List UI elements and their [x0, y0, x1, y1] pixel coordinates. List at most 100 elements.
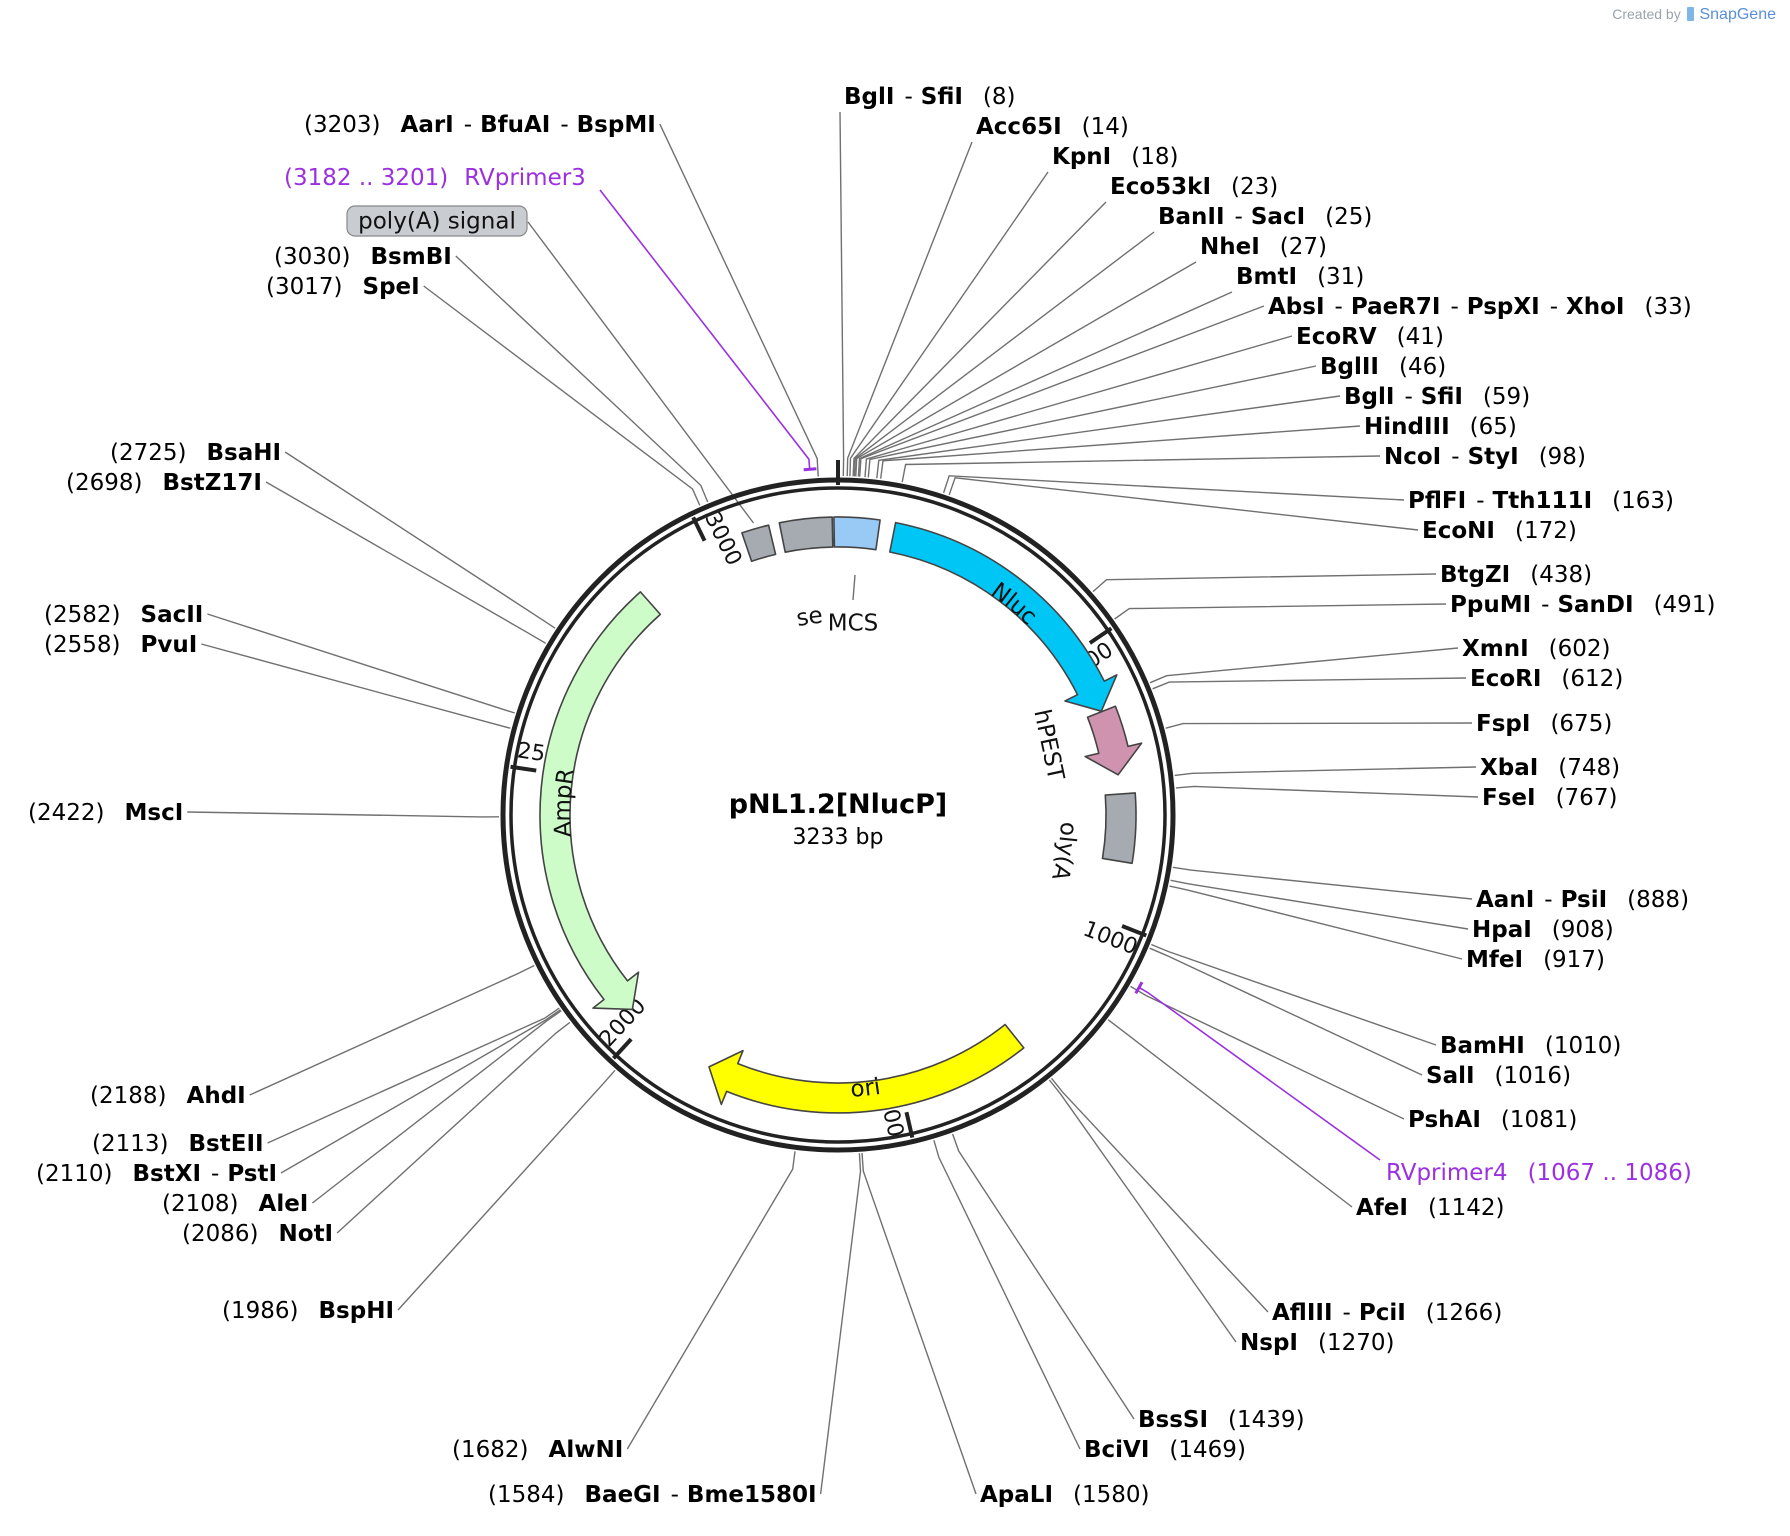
site-position: 767	[1565, 785, 1609, 811]
site-acc65i[interactable]: Acc65I(14)	[976, 114, 1129, 140]
site-bgli-sfii[interactable]: BglI-SfiI(8)	[844, 84, 1016, 110]
site-position: 1986	[231, 1298, 290, 1324]
site-bsmbi[interactable]: (3030)BsmBI	[274, 244, 452, 270]
site-label: SalI(1016)	[1426, 1063, 1571, 1089]
site-alei[interactable]: (2108)AleI	[162, 1191, 308, 1217]
site-aani-psii[interactable]: AanI-PsiI(888)	[1476, 887, 1689, 913]
site-apali[interactable]: ApaLI(1580)	[980, 1482, 1150, 1508]
site-position: )	[1493, 1300, 1502, 1326]
site-position: 491	[1663, 592, 1707, 618]
site-xmni[interactable]: XmnI(602)	[1462, 636, 1611, 662]
feature-shape	[539, 591, 662, 1011]
site-bcivi[interactable]: BciVI(1469)	[1084, 1437, 1246, 1463]
site-leader-line	[1172, 866, 1473, 900]
primer-label-rvprimer3[interactable]: (3182 .. 3201)RVprimer3	[284, 165, 586, 191]
site-pflfi-tth111i[interactable]: PflFI-Tth111I(163)	[1408, 488, 1674, 514]
site-hindiii[interactable]: HindIII(65)	[1364, 414, 1517, 440]
feature-poly-a-signal[interactable]: poly(A) signal	[346, 205, 777, 563]
site-bsssi[interactable]: BssSI(1439)	[1138, 1407, 1305, 1433]
site-msci[interactable]: (2422)MscI	[28, 800, 183, 826]
site-position: (	[1317, 264, 1326, 290]
tick-mark	[1088, 626, 1113, 645]
site-position: 98	[1548, 444, 1577, 470]
site-afei[interactable]: AfeI(1142)	[1356, 1195, 1504, 1221]
feature-mcs[interactable]: MCS	[828, 516, 881, 637]
site-leader-line	[861, 1153, 977, 1495]
site-alwni[interactable]: (1682)AlwNI	[452, 1437, 623, 1463]
site-leader-line	[853, 231, 1155, 477]
site-name: PciI	[1359, 1300, 1406, 1326]
site-fspi[interactable]: FspI(675)	[1476, 711, 1612, 737]
site-ecorv[interactable]: EcoRV(41)	[1296, 324, 1444, 350]
site-pshai[interactable]: PshAI(1081)	[1408, 1107, 1577, 1133]
site-btgzi[interactable]: BtgZI(438)	[1440, 562, 1592, 588]
site-position: 8	[992, 84, 1007, 110]
site-ecori[interactable]: EcoRI(612)	[1470, 666, 1623, 692]
site-label: NspI(1270)	[1240, 1330, 1394, 1356]
site-bamhi[interactable]: BamHI(1010)	[1440, 1033, 1621, 1059]
site-position: )	[1562, 1063, 1571, 1089]
site-bmti[interactable]: BmtI(31)	[1236, 264, 1364, 290]
site-bstxi-psti[interactable]: (2110)BstXI-PstI	[36, 1161, 277, 1187]
site-kpni[interactable]: KpnI(18)	[1052, 144, 1178, 170]
site-name: BglI	[1344, 384, 1394, 410]
site-ppumi-sandi[interactable]: PpuMI-SanDI(491)	[1450, 592, 1715, 618]
site-fsei[interactable]: FseI(767)	[1482, 785, 1617, 811]
primer-label-rvprimer4[interactable]: RVprimer4(1067 .. 1086)	[1386, 1160, 1692, 1186]
site-leader-line	[455, 255, 709, 503]
site-name: BglI	[844, 84, 894, 110]
primer-mark	[803, 467, 817, 472]
site-sali[interactable]: SalI(1016)	[1426, 1063, 1571, 1089]
site-bsteii[interactable]: (2113)BstEII	[92, 1131, 264, 1157]
site-position: (	[1561, 666, 1570, 692]
site-position: (	[1426, 1300, 1435, 1326]
site-name: ApaLI	[980, 1482, 1053, 1508]
site-position: 1584	[497, 1482, 556, 1508]
site-bglii[interactable]: BglII(46)	[1320, 354, 1446, 380]
site-position: (	[1549, 636, 1558, 662]
site-xbai[interactable]: XbaI(748)	[1480, 755, 1620, 781]
feature-ori[interactable]: ori	[708, 1023, 1025, 1114]
site-position: (	[1280, 234, 1289, 260]
site-nhei[interactable]: NheI(27)	[1200, 234, 1327, 260]
site-mfei[interactable]: MfeI(917)	[1466, 947, 1605, 973]
site-bgli-sfii[interactable]: BglI-SfiI(59)	[1344, 384, 1530, 410]
site-position: )	[1437, 354, 1446, 380]
site-bstz17i[interactable]: (2698)BstZ17I	[66, 470, 262, 496]
site-pvui[interactable]: (2558)PvuI	[44, 632, 197, 658]
site-absi-paer7i-pspxi-xhoi[interactable]: AbsI-PaeR7I-PspXI-XhoI(33)	[1268, 294, 1692, 320]
site-nspi[interactable]: NspI(1270)	[1240, 1330, 1394, 1356]
feature-nluc[interactable]: Nluc	[889, 521, 1118, 715]
site-leader-line	[249, 964, 535, 1096]
site-ncoi-styi[interactable]: NcoI-StyI(98)	[1384, 444, 1586, 470]
site-position: (	[1399, 354, 1408, 380]
feature-hpest[interactable]: hPEST	[1028, 705, 1143, 784]
site-eco53ki[interactable]: Eco53kI(23)	[1110, 174, 1278, 200]
site-position: )	[1435, 324, 1444, 350]
site-aari-bfuai-bspmi[interactable]: (3203)AarI-BfuAI-BspMI	[304, 112, 656, 138]
site-banii-saci[interactable]: BanII-SacI(25)	[1158, 204, 1372, 230]
site-bsahi[interactable]: (2725)BsaHI	[110, 440, 281, 466]
site-leader-line	[423, 285, 701, 506]
site-noti[interactable]: (2086)NotI	[182, 1221, 333, 1247]
site-name: BaeGI	[585, 1482, 661, 1508]
site-econi[interactable]: EcoNI(172)	[1422, 518, 1577, 544]
site-hpai[interactable]: HpaI(908)	[1472, 917, 1614, 943]
site-label: AfeI(1142)	[1356, 1195, 1504, 1221]
primer-leader-line	[1138, 986, 1381, 1161]
site-leader-line	[876, 395, 1341, 479]
site-position: )	[1680, 887, 1689, 913]
site-name: PsiI	[1561, 887, 1608, 913]
site-name: FspI	[1476, 711, 1530, 737]
site-name: EcoRV	[1296, 324, 1377, 350]
site-afliii-pcii[interactable]: AflIII-PciI(1266)	[1272, 1300, 1502, 1326]
site-position: -	[1451, 444, 1459, 470]
site-bsphi[interactable]: (1986)BspHI	[222, 1298, 394, 1324]
site-ahdi[interactable]: (2188)AhdI	[90, 1083, 246, 1109]
site-baegi-bme1580i[interactable]: (1584)BaeGI-Bme1580I	[488, 1482, 817, 1508]
feature-ampr[interactable]: AmpR	[539, 591, 662, 1011]
site-spei[interactable]: (3017)SpeI	[266, 274, 420, 300]
site-sacii[interactable]: (2582)SacII	[44, 602, 203, 628]
site-leader-line	[267, 1007, 560, 1144]
tick-mark	[510, 764, 537, 773]
